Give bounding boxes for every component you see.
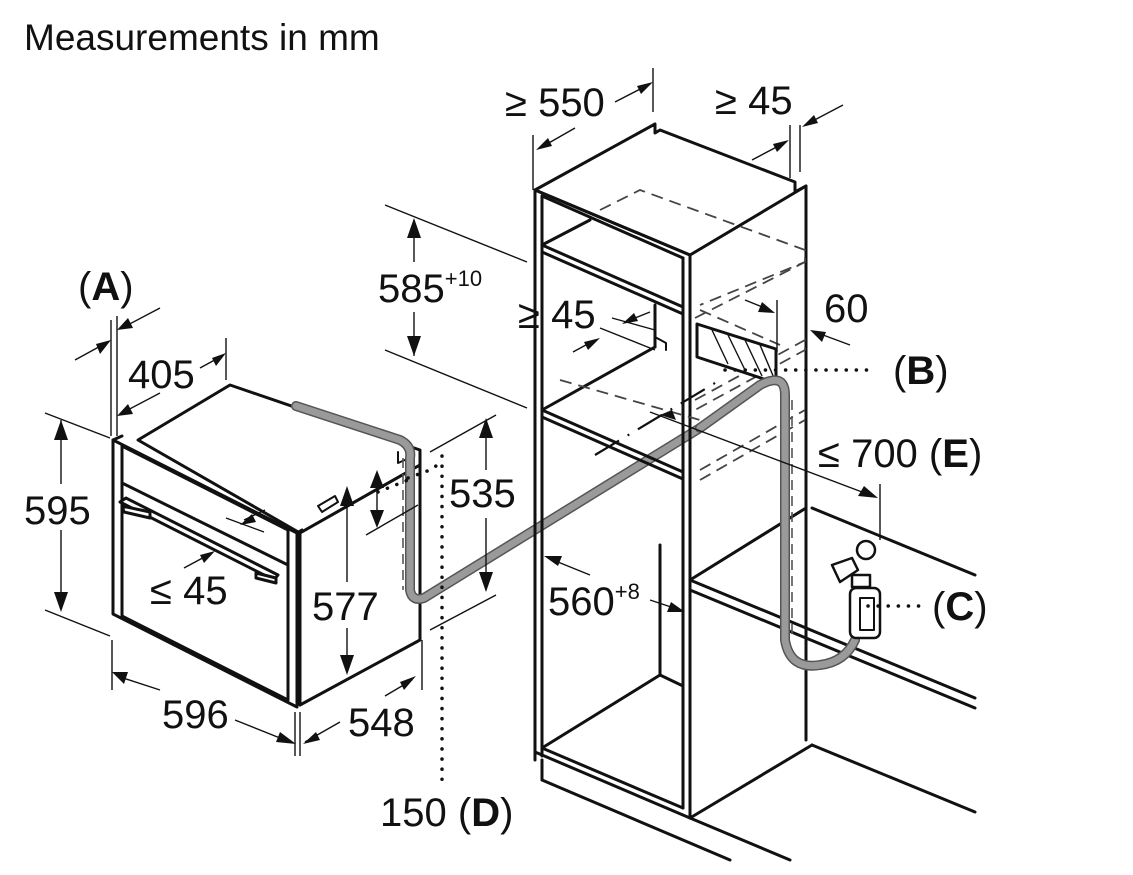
dim-rear-gap: ≥ 45 <box>715 79 793 123</box>
oven-handle <box>118 496 280 582</box>
dim-handle-projection: ≤ 45 <box>150 569 228 613</box>
dim-hose-height: 535 <box>449 472 516 516</box>
dim-top-depth: 405 <box>128 353 195 397</box>
water-tap <box>830 539 882 640</box>
dim-niche-height: 585+10 <box>378 266 482 311</box>
callout-d: 150 (D) <box>380 791 513 835</box>
dim-oven-height: 595 <box>24 489 91 533</box>
dimension-lines <box>44 68 924 782</box>
callout-e: ≤ 700 (E) <box>818 432 982 476</box>
callout-b: (B) <box>893 349 949 393</box>
dim-niche-width: 560+8 <box>548 579 640 624</box>
cabinet-drawing <box>533 122 977 862</box>
cabinet-top <box>533 122 808 257</box>
dim-cabinet-depth: ≥ 550 <box>505 81 605 125</box>
oven-door <box>120 444 290 702</box>
oven-drawing <box>111 383 705 709</box>
callout-a: (A) <box>78 265 134 309</box>
page-title: Measurements in mm <box>24 17 380 58</box>
dim-shelf-gap: ≥ 45 <box>518 293 596 337</box>
callout-c: (C) <box>932 585 988 629</box>
dim-oven-width: 596 <box>162 693 229 737</box>
vent-hatch <box>695 322 778 385</box>
dim-vent-depth: 60 <box>824 287 869 331</box>
dim-oven-depth: 548 <box>348 701 415 745</box>
dim-rear-height: 577 <box>312 585 379 629</box>
labels: (A) 405 595 ≤ 45 577 535 596 548 150 (D)… <box>24 79 988 835</box>
